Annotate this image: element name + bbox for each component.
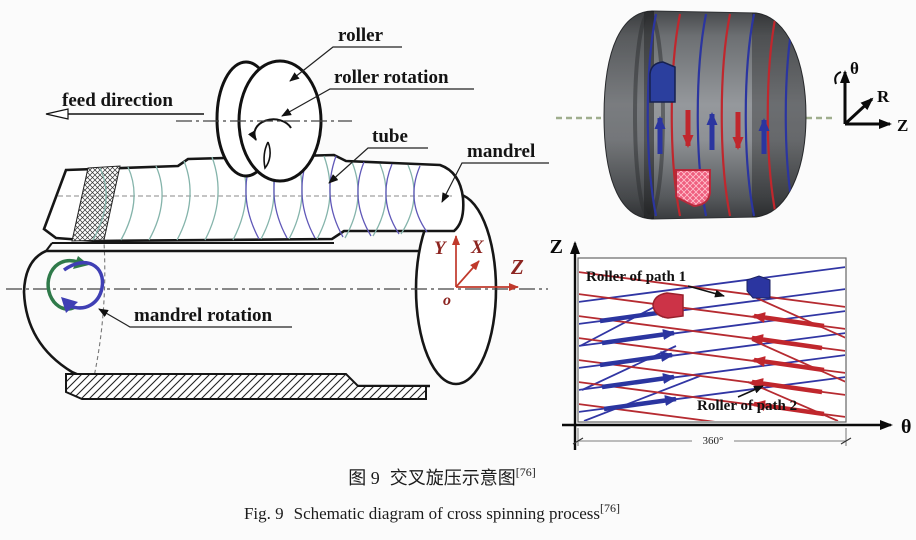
mandrel-rotation-icon <box>46 256 105 313</box>
axis-label-origin: o <box>443 292 451 309</box>
roller-marker-path2 <box>675 169 711 208</box>
label-mandrel-rotation: mandrel rotation <box>134 305 273 326</box>
axis-label-y: Y <box>434 238 448 259</box>
tube-shape <box>42 153 465 243</box>
axis-label-theta: θ <box>850 59 859 78</box>
label-roller-rotation: roller rotation <box>334 67 449 88</box>
annotation-arrow-path1 <box>687 285 725 298</box>
tube-outline <box>42 153 465 243</box>
annotation-arrow-path2 <box>737 385 764 398</box>
coordinate-axes-trz: θ R Z <box>834 59 908 135</box>
caption-en-number: Fig. 9 <box>244 504 284 523</box>
label-mandrel: mandrel <box>467 141 535 162</box>
label-roller-path1: Roller of path 1 <box>586 269 686 285</box>
caption-en-text: Schematic diagram of cross spinning proc… <box>294 504 600 523</box>
dimension-360: 360° <box>572 428 852 447</box>
trajectory-plot: Roller of path 1 Roller of path 2 Z θ 36… <box>550 236 911 450</box>
coordinate-axes-xyz: Y X Z o <box>434 235 524 309</box>
axis-label-r: R <box>877 87 890 106</box>
tube-section-hatch <box>65 373 427 400</box>
caption-zh-ref: [76] <box>516 465 536 479</box>
plot-marker-path2 <box>652 292 684 319</box>
tube-crosshatch-band <box>71 165 121 242</box>
mandrel-left-silhouette <box>22 249 119 388</box>
label-roller-path2: Roller of path 2 <box>697 398 797 414</box>
process-schematic: Y X Z o feed direction roller roller rot… <box>6 25 549 400</box>
leader-roller-rotation <box>281 88 474 117</box>
feed-direction-arrow <box>45 108 204 120</box>
caption-zh-number: 图 9 <box>348 468 380 488</box>
caption-zh: 图 9 交叉旋压示意图[76] <box>348 465 536 488</box>
leader-mandrel-rotation <box>98 308 292 328</box>
axis-label-x: X <box>470 237 485 258</box>
leader-tube <box>328 147 428 184</box>
plot-z-label: Z <box>550 236 563 258</box>
cylinder-body <box>603 10 807 220</box>
label-feed-direction: feed direction <box>62 90 173 111</box>
callouts: feed direction roller roller rotation tu… <box>62 25 549 328</box>
plot-theta-label: θ <box>901 416 911 438</box>
plot-arrows-path2 <box>750 312 825 417</box>
caption-zh-text: 交叉旋压示意图 <box>390 468 516 488</box>
dimension-label: 360° <box>703 435 724 447</box>
leader-roller <box>289 46 402 82</box>
label-tube: tube <box>372 126 408 147</box>
axis-label-z: Z <box>510 255 524 279</box>
direction-arrows <box>654 110 770 154</box>
leader-mandrel <box>441 162 549 203</box>
cylinder-3d: θ R Z <box>556 10 908 220</box>
mandrel-shape <box>22 167 498 400</box>
cylinder-shading <box>604 11 806 219</box>
theta-rotation-hook-icon <box>834 71 842 85</box>
roller-marker-path1 <box>649 61 676 103</box>
axis-label-z3d: Z <box>897 116 908 135</box>
label-roller: roller <box>338 25 384 46</box>
feed-arrowhead-icon <box>45 108 69 120</box>
caption-en: Fig. 9 Schematic diagram of cross spinnin… <box>244 501 620 523</box>
plot-marker-path1 <box>746 275 771 299</box>
caption-en-ref: [76] <box>600 501 620 515</box>
